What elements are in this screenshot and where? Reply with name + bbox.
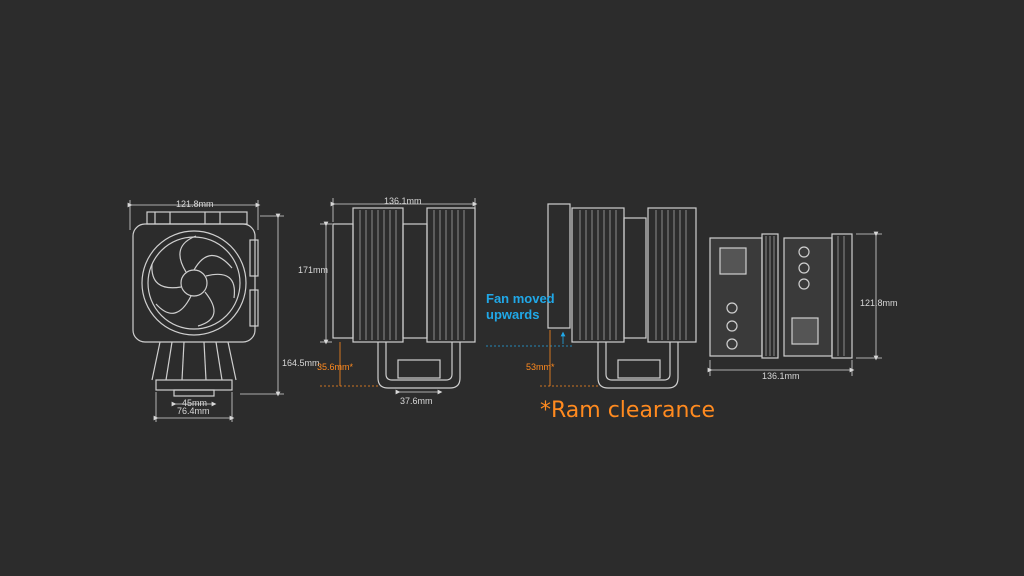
top-view-dimension-lines: [707, 231, 882, 376]
side-view-dimension-lines: [320, 198, 478, 395]
ram-clearance-footnote: *Ram clearance: [540, 398, 716, 423]
front-height-label: 164.5mm: [282, 358, 320, 368]
fan-up-ram-clearance-label: 53mm*: [526, 362, 555, 372]
fan-blades: [151, 235, 236, 327]
fan-up-dimension-lines: [486, 330, 598, 387]
side-view-fan-up-drawing: [547, 203, 697, 389]
base-inner-label: 45mm: [182, 398, 208, 408]
side-ram-clearance-label: 35.6mm*: [317, 362, 354, 372]
front-view-dimension-lines: [127, 200, 284, 422]
top-view-drawing: [709, 233, 853, 359]
side-width-label: 136.1mm: [384, 196, 422, 206]
fan-moved-note: Fan moved upwards: [486, 291, 555, 322]
side-view-drawing: [332, 207, 476, 389]
base-outer-label: 76.4mm: [177, 406, 210, 416]
top-depth-label: 121.8mm: [860, 298, 898, 308]
top-width-label: 136.1mm: [762, 371, 800, 381]
front-view-drawing: [132, 211, 259, 397]
side-height-label: 171mm: [298, 265, 329, 275]
side-base-label: 37.6mm: [400, 396, 433, 406]
front-width-label: 121.8mm: [176, 199, 214, 209]
